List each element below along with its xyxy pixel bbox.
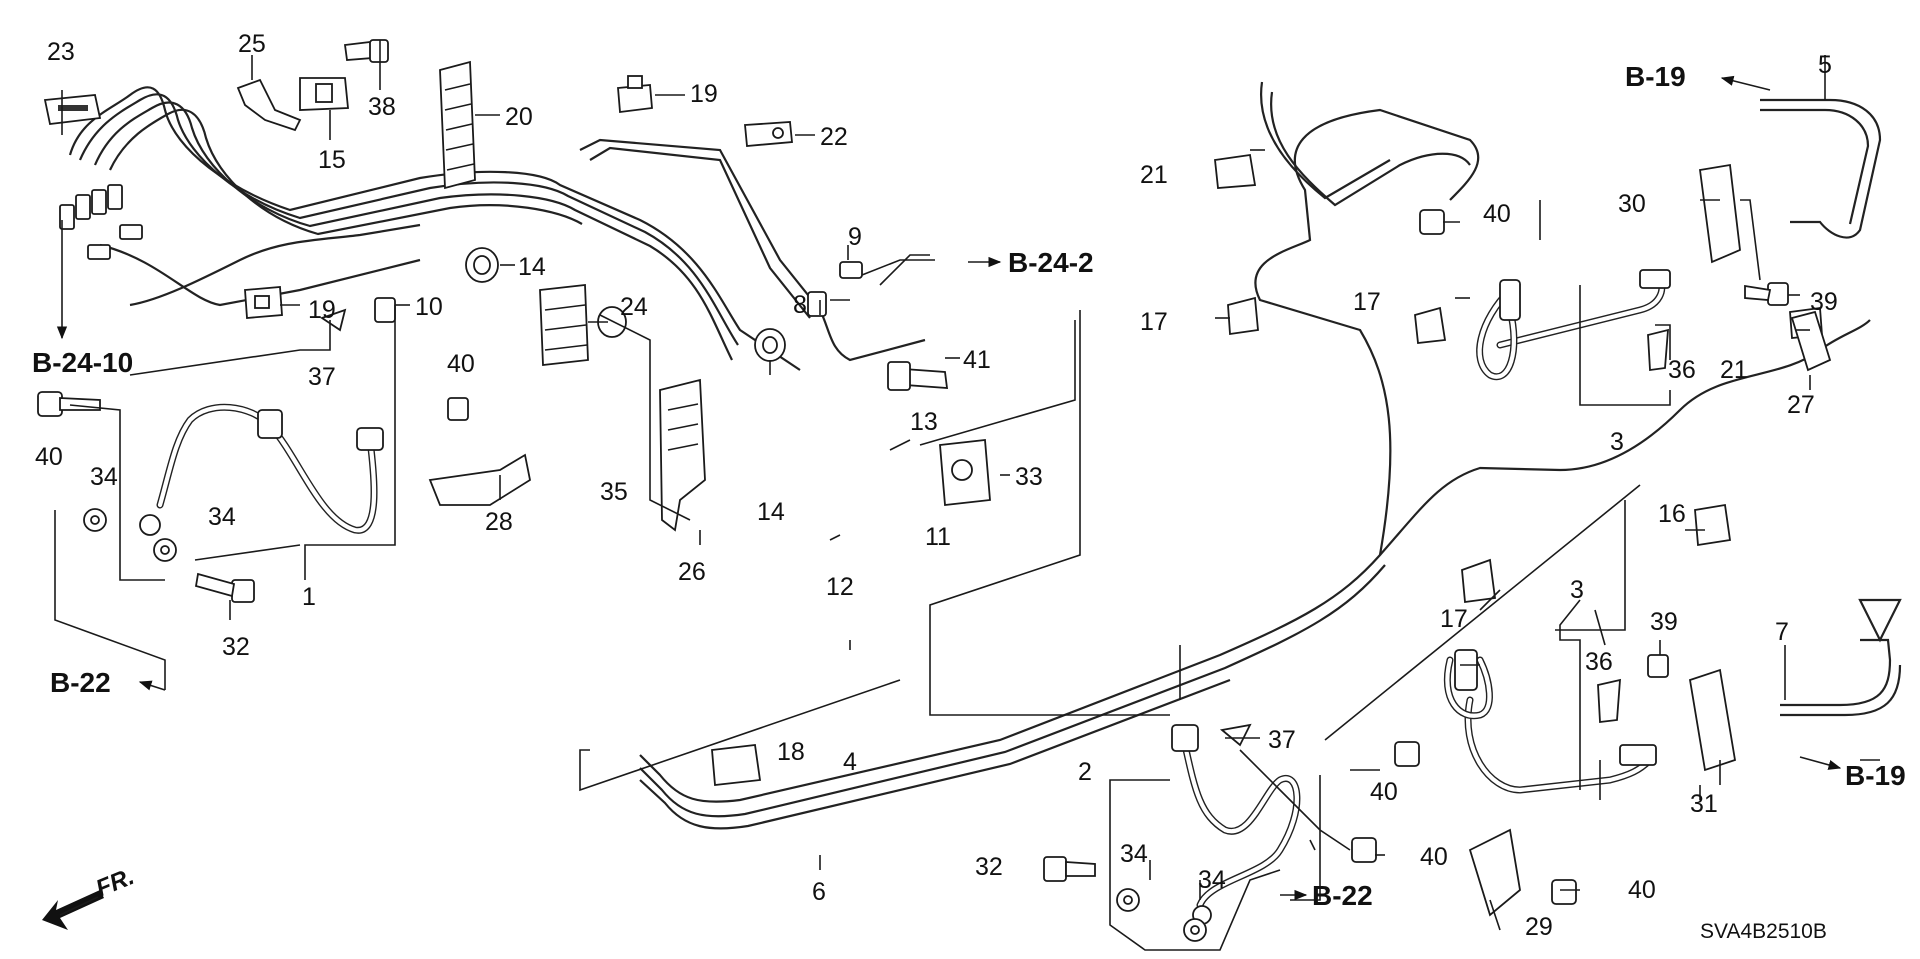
callout-19b: 19 bbox=[308, 296, 336, 324]
callout-14a: 14 bbox=[518, 253, 546, 281]
callout-31: 31 bbox=[1690, 790, 1718, 818]
callout-26: 26 bbox=[678, 558, 706, 586]
callout-40e: 40 bbox=[1420, 843, 1448, 871]
front-direction-marker bbox=[42, 890, 104, 930]
callout-21b: 21 bbox=[1720, 356, 1748, 384]
left-fittings bbox=[59, 184, 143, 260]
callout-7: 7 bbox=[1775, 618, 1789, 646]
callout-41: 41 bbox=[963, 346, 991, 374]
callout-37b: 37 bbox=[1268, 726, 1296, 754]
callout-36a: 36 bbox=[1668, 356, 1696, 384]
callout-11: 11 bbox=[925, 523, 951, 551]
callout-2: 2 bbox=[1078, 758, 1092, 786]
callout-39b: 39 bbox=[1650, 608, 1678, 636]
callout-34c: 34 bbox=[1120, 840, 1148, 868]
callout-38: 38 bbox=[368, 93, 396, 121]
callout-17a: 17 bbox=[1353, 288, 1381, 316]
ref-b22-bottom: B-22 bbox=[1312, 880, 1373, 911]
callout-3b: 3 bbox=[1570, 576, 1584, 604]
leader-lines bbox=[54, 40, 1880, 951]
callout-21a: 21 bbox=[1140, 161, 1168, 189]
callout-9: 9 bbox=[848, 223, 862, 251]
ref-b19-top: B-19 bbox=[1625, 61, 1686, 92]
callout-23: 23 bbox=[47, 38, 75, 66]
callout-24: 24 bbox=[620, 293, 648, 321]
callout-40a: 40 bbox=[35, 443, 63, 471]
callout-34a: 34 bbox=[90, 463, 118, 491]
callout-14b: 14 bbox=[757, 498, 785, 526]
reference-labels: B-24-10 B-24-2 B-19 B-19 B-22 B-22 FR. S… bbox=[32, 61, 1906, 943]
parts-clips bbox=[37, 39, 1832, 942]
callout-12: 12 bbox=[826, 573, 854, 601]
callout-6: 6 bbox=[812, 878, 826, 906]
callout-1: 1 bbox=[302, 583, 316, 611]
callout-30: 30 bbox=[1618, 190, 1646, 218]
callout-34b: 34 bbox=[208, 503, 236, 531]
callout-8: 8 bbox=[793, 291, 807, 319]
callout-32a: 32 bbox=[222, 633, 250, 661]
brake-hose-3-lower bbox=[1443, 649, 1657, 794]
upper-pipe-bundle bbox=[68, 86, 926, 371]
brake-hose-2 bbox=[1171, 724, 1301, 925]
callout-40f: 40 bbox=[1628, 876, 1656, 904]
ref-b24-2: B-24-2 bbox=[1008, 247, 1094, 278]
reference-arrows bbox=[56, 75, 1842, 901]
callout-18: 18 bbox=[777, 738, 805, 766]
callout-32b: 32 bbox=[975, 853, 1003, 881]
front-label: FR. bbox=[92, 863, 138, 903]
callout-4: 4 bbox=[843, 748, 857, 776]
ref-b22-left: B-22 bbox=[50, 667, 111, 698]
callout-34d: 34 bbox=[1198, 866, 1226, 894]
callout-39a: 39 bbox=[1810, 288, 1838, 316]
callout-17c: 17 bbox=[1440, 605, 1468, 633]
ref-b19-right: B-19 bbox=[1845, 760, 1906, 791]
callout-13: 13 bbox=[910, 408, 938, 436]
callout-3a: 3 bbox=[1610, 428, 1624, 456]
callout-10: 10 bbox=[415, 293, 443, 321]
callout-28: 28 bbox=[485, 508, 513, 536]
long-pipes-4-6 bbox=[639, 81, 1871, 830]
callout-40d: 40 bbox=[1370, 778, 1398, 806]
ref-b24-10: B-24-10 bbox=[32, 347, 133, 378]
callout-5: 5 bbox=[1818, 51, 1832, 79]
callout-15: 15 bbox=[318, 146, 346, 174]
right-pipes-5-7 bbox=[1760, 98, 1902, 717]
callout-16: 16 bbox=[1658, 500, 1686, 528]
callout-19a: 19 bbox=[690, 80, 718, 108]
callout-40c: 40 bbox=[1483, 200, 1511, 228]
callout-numbers: 23 25 38 15 20 19 22 14 10 19 37 40 34 3… bbox=[35, 30, 1838, 941]
callout-33: 33 bbox=[1015, 463, 1043, 491]
callout-29: 29 bbox=[1525, 913, 1553, 941]
callout-37a: 37 bbox=[308, 363, 336, 391]
callout-25: 25 bbox=[238, 30, 266, 58]
brake-hose-3-upper bbox=[1476, 269, 1671, 381]
callout-17b: 17 bbox=[1140, 308, 1168, 336]
callout-36b: 36 bbox=[1585, 648, 1613, 676]
diagram-code: SVA4B2510B bbox=[1700, 920, 1827, 943]
callout-27: 27 bbox=[1787, 391, 1815, 419]
callout-35: 35 bbox=[600, 478, 628, 506]
brake-hose-1 bbox=[139, 403, 384, 536]
callout-20: 20 bbox=[505, 103, 533, 131]
callout-40b: 40 bbox=[447, 350, 475, 378]
callout-22: 22 bbox=[820, 123, 848, 151]
